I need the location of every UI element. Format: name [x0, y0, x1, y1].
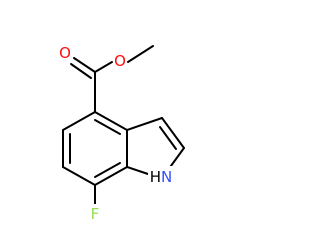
- bond-c7-c7a: [94, 166, 128, 186]
- bond-nitrogen-c7a: [126, 166, 149, 175]
- bond-carbonyl-double-outer: [73, 57, 96, 73]
- nitrogen-hydrogen: H: [150, 168, 161, 186]
- ester-oxygen-label: O: [113, 51, 127, 70]
- fluorine-label: F: [89, 204, 101, 223]
- carbonyl-oxygen-label: O: [58, 43, 72, 62]
- bond-c7-c7a-inner: [94, 162, 121, 178]
- molecule-structure: O O F HN: [58, 43, 185, 223]
- bond-ester-oxygen-carbonyl-carbon: [94, 61, 113, 73]
- bond-c3a-c3: [126, 117, 163, 131]
- nitrogen-label: HN: [148, 166, 174, 186]
- bond-c3-c2: [161, 117, 185, 149]
- svg-text:O: O: [59, 44, 71, 62]
- nitrogen-symbol: N: [161, 168, 172, 186]
- bond-c3a-c4: [94, 111, 128, 131]
- bond-c4-c5: [62, 111, 96, 131]
- bond-c6-c7: [62, 166, 96, 186]
- bond-c3-c2-inner: [159, 126, 177, 150]
- svg-text:HN: HN: [150, 168, 173, 186]
- svg-text:O: O: [114, 52, 126, 70]
- bond-c3a-c4-inner: [94, 119, 121, 135]
- bond-carbonyl-double-inner: [70, 63, 92, 79]
- bond-methyl-ester-oxygen: [127, 45, 154, 63]
- svg-text:F: F: [91, 205, 100, 223]
